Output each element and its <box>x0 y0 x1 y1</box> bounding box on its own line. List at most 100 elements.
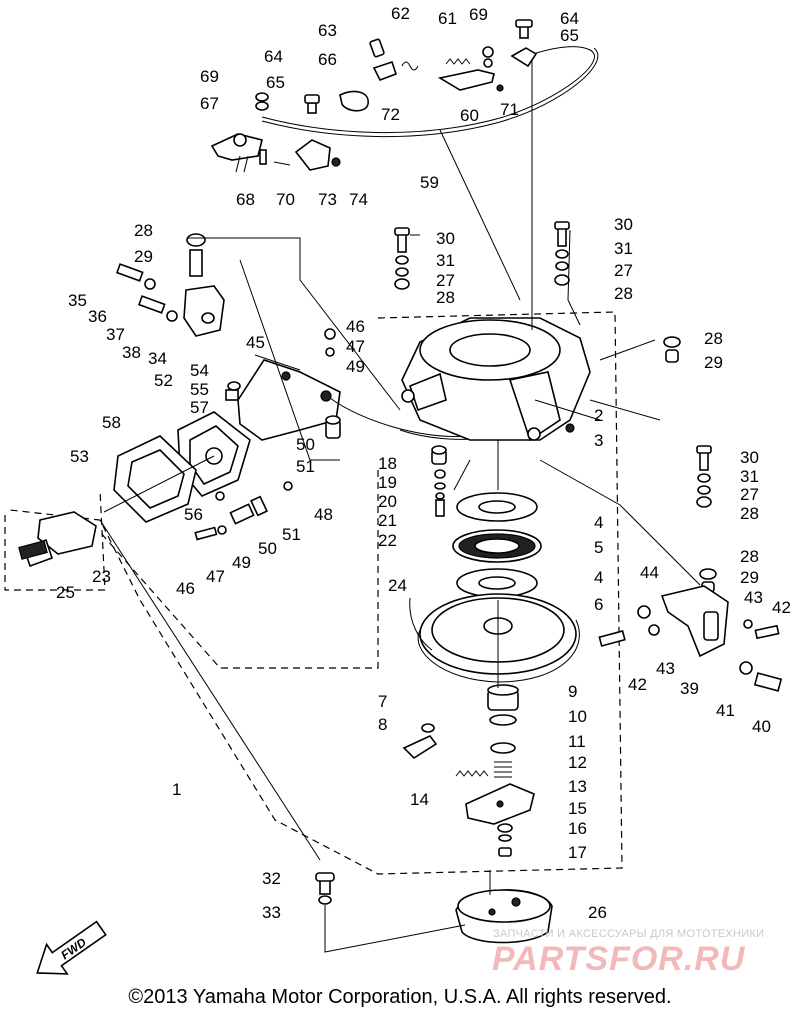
callout-67: 67 <box>200 94 219 113</box>
callout-59: 59 <box>420 173 439 192</box>
callout-1: 1 <box>172 780 181 799</box>
throttle-cable <box>261 46 595 134</box>
callout-5: 5 <box>594 538 603 557</box>
drive-plate-13 <box>465 783 535 825</box>
callout-11: 11 <box>568 732 586 751</box>
callout-68: 68 <box>236 190 255 209</box>
callout-29: 29 <box>704 353 723 372</box>
callout-62: 62 <box>391 4 410 23</box>
callout-23: 23 <box>92 567 111 586</box>
callout-49: 49 <box>346 357 365 376</box>
callout-31: 31 <box>614 239 633 258</box>
callout-20: 20 <box>378 492 397 511</box>
throttle-bracket <box>210 133 263 173</box>
callout-15: 15 <box>568 799 587 818</box>
callout-34: 34 <box>148 349 167 368</box>
callout-48: 48 <box>314 505 333 524</box>
callout-28: 28 <box>436 288 455 307</box>
callout-50: 50 <box>296 435 315 454</box>
cable-clamp <box>339 90 369 112</box>
callout-47: 47 <box>206 567 225 586</box>
callout-30: 30 <box>614 215 633 234</box>
callout-51: 51 <box>282 525 301 544</box>
callout-65: 65 <box>560 26 579 45</box>
callout-66: 66 <box>318 50 337 69</box>
callout-70: 70 <box>276 190 295 209</box>
starter-handle-58 <box>113 435 197 523</box>
callout-36: 36 <box>88 307 107 326</box>
callout-6: 6 <box>594 595 603 614</box>
callout-53: 53 <box>70 447 89 466</box>
callout-47: 47 <box>346 337 365 356</box>
starter-housing <box>401 317 591 442</box>
callout-31: 31 <box>436 251 455 270</box>
starter-bracket <box>183 233 225 337</box>
callout-60: 60 <box>460 106 479 125</box>
callout-30: 30 <box>740 448 759 467</box>
callout-27: 27 <box>436 271 455 290</box>
callout-45: 45 <box>246 333 265 352</box>
nut-stack-15-17 <box>497 823 513 857</box>
callout-8: 8 <box>378 715 387 734</box>
callout-41: 41 <box>716 701 735 720</box>
callout-64: 64 <box>560 9 579 28</box>
callout-31: 31 <box>740 467 759 486</box>
callout-54: 54 <box>190 361 209 380</box>
callout-73: 73 <box>318 190 337 209</box>
callout-21: 21 <box>378 511 397 530</box>
callout-27: 27 <box>740 485 759 504</box>
callout-28: 28 <box>614 284 633 303</box>
sheave-drum-6 <box>409 593 580 683</box>
callout-labels: 62 61 69 64 65 63 66 64 65 69 67 72 60 7… <box>56 4 791 922</box>
callout-29: 29 <box>740 568 759 587</box>
callout-46: 46 <box>176 579 195 598</box>
screw-65 <box>304 94 320 114</box>
callout-35: 35 <box>68 291 87 310</box>
callout-51: 51 <box>296 457 315 476</box>
callout-18: 18 <box>378 454 397 473</box>
callout-7: 7 <box>378 692 387 711</box>
callout-26: 26 <box>588 903 607 922</box>
throttle-cable-inner <box>261 47 599 138</box>
callout-37: 37 <box>106 325 125 344</box>
fwd-arrow-icon: FWD <box>36 920 107 975</box>
callout-61: 61 <box>438 9 457 28</box>
callout-69: 69 <box>469 5 488 24</box>
callout-28: 28 <box>740 504 759 523</box>
callout-38: 38 <box>122 343 141 362</box>
callout-42: 42 <box>772 598 791 617</box>
callout-22: 22 <box>378 531 397 550</box>
callout-40: 40 <box>752 717 771 736</box>
callout-29: 29 <box>134 247 153 266</box>
callout-14: 14 <box>410 790 429 809</box>
callout-28: 28 <box>704 329 723 348</box>
lever-bracket-39 <box>598 585 783 692</box>
callout-17: 17 <box>568 843 587 862</box>
pawl-7-8 <box>402 723 438 760</box>
top-link-parts <box>369 19 538 92</box>
callout-43: 43 <box>744 588 763 607</box>
bolt-32-washer-33 <box>315 872 335 905</box>
callout-39: 39 <box>680 679 699 698</box>
callout-30: 30 <box>436 229 455 248</box>
callout-46: 46 <box>346 317 365 336</box>
starter-rope <box>103 455 215 513</box>
drive-stack-9-12 <box>487 684 519 778</box>
washer-69-left <box>255 92 269 111</box>
callout-33: 33 <box>262 903 281 922</box>
spring-reel-stack <box>452 492 542 598</box>
callout-69: 69 <box>200 67 219 86</box>
callout-12: 12 <box>568 753 587 772</box>
spring-14 <box>455 770 489 777</box>
group-outline-manual-starter <box>9 311 623 875</box>
callout-44: 44 <box>640 563 659 582</box>
callout-56: 56 <box>184 505 203 524</box>
callout-43: 43 <box>656 659 675 678</box>
pin-68 <box>259 149 291 166</box>
watermark-tagline: ЗАПЧАСТИ И АКСЕССУАРЫ ДЛЯ МОТОТЕХНИКИ <box>493 928 765 940</box>
callout-19: 19 <box>378 473 397 492</box>
callout-74: 74 <box>349 190 368 209</box>
callout-72: 72 <box>381 105 400 124</box>
callout-42: 42 <box>628 675 647 694</box>
